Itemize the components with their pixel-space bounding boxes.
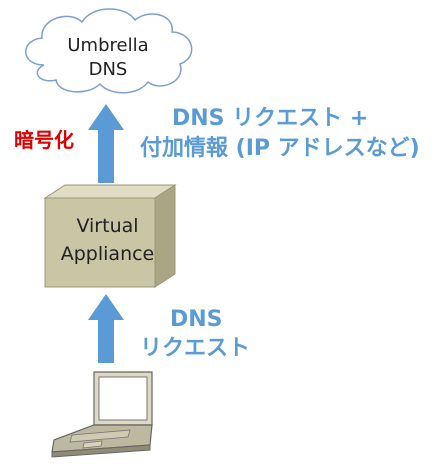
lower-label-line2: リクエスト [140, 336, 251, 361]
cloud-label-line2: DNS [88, 59, 128, 80]
encryption-label: 暗号化 [14, 128, 74, 152]
upper-arrow [88, 104, 124, 183]
upper-label-line1: DNS リクエスト + [172, 106, 369, 131]
appliance-label-line2: Appliance [60, 243, 155, 265]
upper-label-line2: 付加情報 (IP アドレスなど) [140, 136, 420, 161]
cloud-label-line1: Umbrella [67, 35, 149, 56]
lower-arrow [88, 294, 124, 363]
appliance-label-line1: Virtual [76, 215, 139, 237]
lower-label-line1: DNS [170, 307, 223, 332]
laptop-icon [51, 371, 153, 458]
cloud-shape [25, 8, 193, 94]
virtual-appliance-shape [43, 184, 177, 288]
